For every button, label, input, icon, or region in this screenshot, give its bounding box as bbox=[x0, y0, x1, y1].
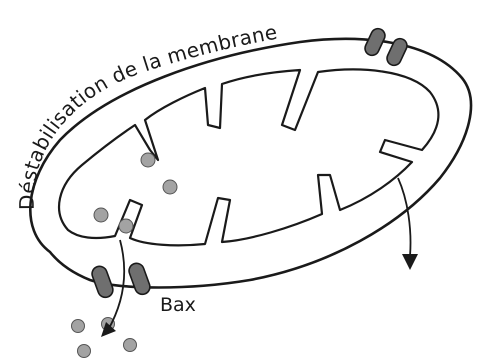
bax-label: Bax bbox=[160, 294, 196, 316]
cytochrome-particles-released bbox=[72, 318, 137, 358]
pore-top-right bbox=[363, 26, 410, 67]
membrane-destabilization-label: Déstabilisation de la membrane bbox=[15, 20, 280, 210]
bax-pore bbox=[90, 261, 152, 299]
release-arrow-right bbox=[398, 178, 418, 270]
inner-membrane bbox=[59, 69, 438, 245]
